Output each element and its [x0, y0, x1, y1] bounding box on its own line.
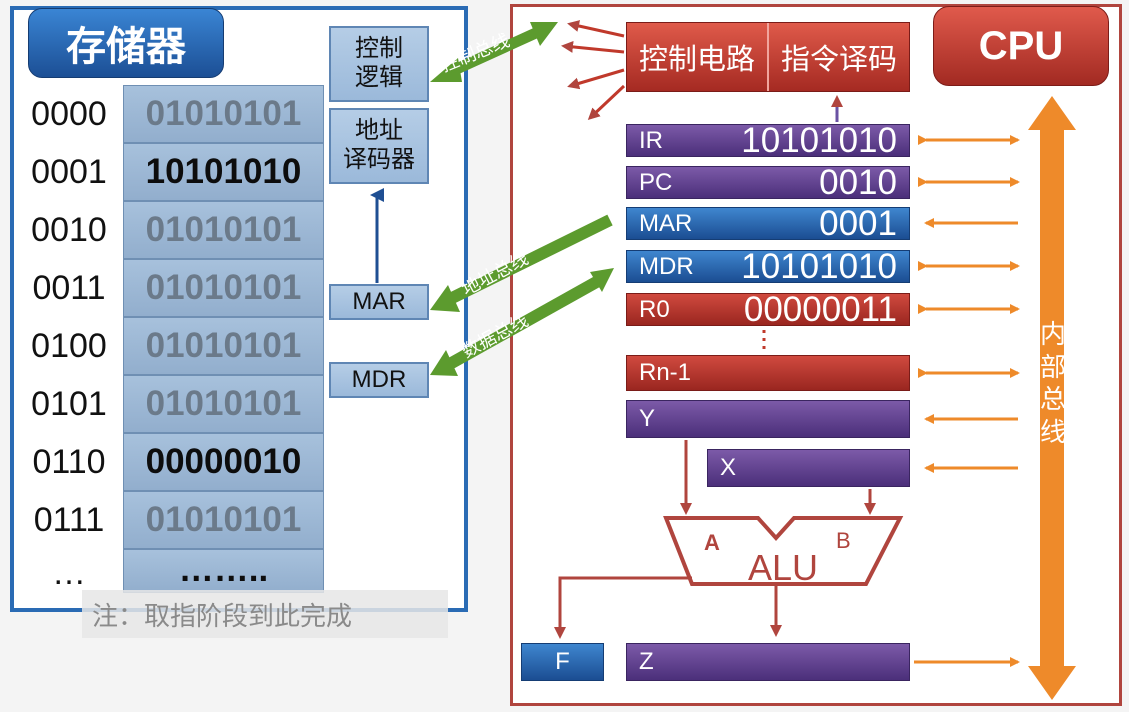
address-bus-label: 地址总线 — [458, 248, 531, 299]
flag-register-f-name: F — [555, 648, 570, 675]
alu-data-arrows — [554, 440, 876, 639]
register-z-name: Z — [639, 648, 654, 675]
control-bus-label: 控制总线 — [438, 30, 512, 76]
control-logic-box: 控制 逻辑 — [329, 26, 429, 102]
control-signal-arrows — [561, 20, 626, 121]
alu-shape — [663, 516, 904, 586]
mem-cell-5: 01010101 — [123, 375, 324, 433]
mem-cell-6: 00000010 — [123, 433, 324, 491]
mem-addr-7: 0111 — [33, 500, 105, 539]
control-circuit-box: 控制电路 — [627, 23, 769, 91]
memory-title: 存储器 — [28, 8, 224, 78]
control-bus-arrow — [430, 22, 558, 82]
mem-cell-2: 01010101 — [123, 201, 324, 259]
mem-cell-ellipsis: …….. — [123, 549, 324, 593]
mem-addr-2: 0010 — [31, 210, 107, 249]
register-ir: IR 10101010 — [626, 121, 910, 160]
cpu-title: CPU — [933, 6, 1109, 86]
alu-label: ALU — [748, 547, 818, 588]
address-decoder-box: 地址 译码器 — [329, 108, 429, 184]
mem-addr-ellipsis: … — [52, 554, 86, 592]
register-mdr: MDR 10101010 — [626, 247, 910, 286]
register-y: Y — [626, 400, 910, 438]
mem-addr-4: 0100 — [31, 326, 107, 365]
mem-cell-4: 01010101 — [123, 317, 324, 375]
mem-addr-3: 0011 — [32, 268, 106, 307]
register-rn-1-name: Rn-1 — [639, 359, 692, 386]
register-mar-name: MAR — [639, 209, 693, 237]
mem-cell-3: 01010101 — [123, 259, 324, 317]
mem-cell-0: 01010101 — [123, 85, 324, 143]
mem-addr-5: 0101 — [31, 384, 107, 423]
register-mar-value: 0001 — [819, 203, 897, 243]
address-bus-arrow — [430, 214, 613, 312]
alu-input-a-label: A — [704, 530, 720, 555]
register-pc-value: 0010 — [819, 162, 897, 202]
control-decode-block: 控制电路 指令译码 — [626, 22, 910, 92]
data-bus-label: 数据总线 — [458, 310, 531, 361]
register-x: X — [707, 449, 910, 487]
register-y-name: Y — [639, 405, 656, 432]
register-ir-name: IR — [639, 126, 663, 154]
register-z: Z — [626, 643, 910, 681]
register-r0-value: 00000011 — [743, 289, 897, 329]
register-mar: MAR 0001 — [626, 204, 910, 243]
register-mdr-value: 10101010 — [741, 246, 897, 286]
internal-bus-label: 内部总线 — [1040, 319, 1067, 447]
note-caption: 注：取指阶段到此完成 — [82, 590, 448, 638]
internal-bus — [1028, 96, 1076, 700]
data-bus-arrow — [430, 268, 614, 376]
instruction-decode-box: 指令译码 — [780, 44, 897, 76]
mem-cell-1: 10101010 — [123, 143, 324, 201]
register-mdr-name: MDR — [639, 252, 694, 280]
register-r0-name: R0 — [639, 295, 670, 323]
mem-cell-7: 01010101 — [123, 491, 324, 549]
register-rn-1: Rn-1 — [626, 355, 910, 391]
alu-input-b-label: B — [836, 528, 851, 553]
register-x-name: X — [720, 454, 737, 481]
memory-mdr-box: MDR — [329, 362, 429, 398]
internal-bus-connections — [914, 135, 1020, 667]
register-pc: PC 0010 — [626, 163, 910, 202]
register-pc-name: PC — [639, 168, 673, 196]
flag-register-f: F — [521, 643, 604, 681]
mem-addr-6: 0110 — [32, 442, 106, 481]
mem-addr-1: 0001 — [31, 152, 107, 191]
register-ir-value: 10101010 — [741, 120, 897, 160]
memory-mar-box: MAR — [329, 284, 429, 320]
register-r0: R0 00000011 — [626, 290, 910, 329]
mem-addr-0: 0000 — [31, 94, 107, 133]
